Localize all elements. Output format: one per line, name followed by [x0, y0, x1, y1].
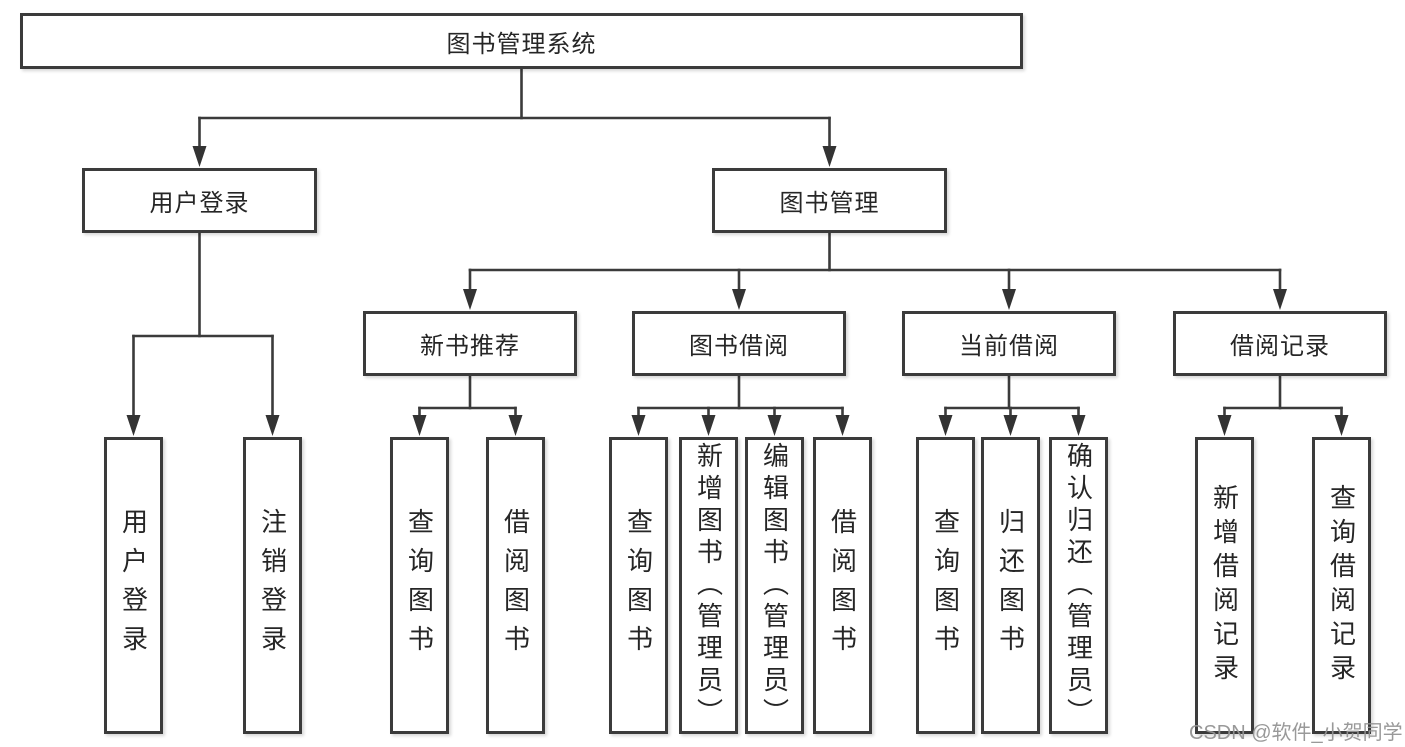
- node-book-borrow: 图书借阅: [632, 311, 846, 376]
- node-label: 编辑图书（管理员）: [759, 441, 790, 730]
- leaf-borrow-query-books: 查询图书: [609, 437, 668, 734]
- node-label: 借阅图书: [827, 507, 858, 664]
- node-current-borrow: 当前借阅: [902, 311, 1116, 376]
- connector-root-to-level2: [192, 67, 837, 167]
- node-label: 新增借阅记录: [1209, 483, 1240, 688]
- node-book-management: 图书管理: [712, 168, 947, 233]
- node-label: 查询图书: [623, 507, 654, 664]
- node-label: 借阅记录: [1230, 333, 1330, 360]
- node-label: 归还图书: [995, 507, 1026, 664]
- leaf-records-add-record: 新增借阅记录: [1195, 437, 1254, 734]
- leaf-borrow-add-books-admin: 新增图书（管理员）: [679, 437, 738, 734]
- node-label: 查询图书: [404, 507, 435, 664]
- leaf-current-return-books: 归还图书: [981, 437, 1040, 734]
- csdn-watermark: CSDN @软件_小贺同学: [1189, 722, 1403, 744]
- leaf-logout: 注销登录: [243, 437, 302, 734]
- connector-current-borrow-to-leaves: [938, 374, 1086, 436]
- leaf-borrow-edit-books-admin: 编辑图书（管理员）: [745, 437, 804, 734]
- node-label: 图书管理: [779, 190, 880, 217]
- node-user-login: 用户登录: [82, 168, 317, 233]
- node-label: 查询借阅记录: [1326, 483, 1357, 688]
- node-label: 新书推荐: [420, 333, 520, 360]
- node-label: 当前借阅: [959, 333, 1059, 360]
- connector-book-borrow-to-leaves: [631, 374, 850, 436]
- connector-user-login-to-leaves: [126, 231, 280, 436]
- leaf-current-confirm-return-admin: 确认归还（管理员）: [1049, 437, 1108, 734]
- leaf-borrow-borrow-books: 借阅图书: [813, 437, 872, 734]
- node-root-system: 图书管理系统: [20, 13, 1023, 69]
- leaf-newbooks-borrow-books: 借阅图书: [486, 437, 545, 734]
- node-label: 新增图书（管理员）: [693, 441, 724, 730]
- node-label: 查询图书: [930, 507, 961, 664]
- node-label: 用户登录: [118, 507, 149, 664]
- node-label: 用户登录: [149, 190, 250, 217]
- node-label: 确认归还（管理员）: [1063, 441, 1094, 730]
- leaf-current-query-books: 查询图书: [916, 437, 975, 734]
- connector-new-books-to-leaves: [412, 374, 523, 436]
- node-label: 图书借阅: [689, 333, 789, 360]
- node-label: 注销登录: [257, 507, 288, 664]
- leaf-user-login: 用户登录: [104, 437, 163, 734]
- node-label: 图书管理系统: [446, 30, 597, 58]
- leaf-newbooks-query-books: 查询图书: [390, 437, 449, 734]
- connector-borrow-records-to-leaves: [1217, 374, 1349, 436]
- node-label: 借阅图书: [500, 507, 531, 664]
- leaf-records-query-record: 查询借阅记录: [1312, 437, 1371, 734]
- connector-book-mgmt-to-level3: [463, 231, 1287, 310]
- node-borrow-records: 借阅记录: [1173, 311, 1387, 376]
- node-new-book-recommend: 新书推荐: [363, 311, 577, 376]
